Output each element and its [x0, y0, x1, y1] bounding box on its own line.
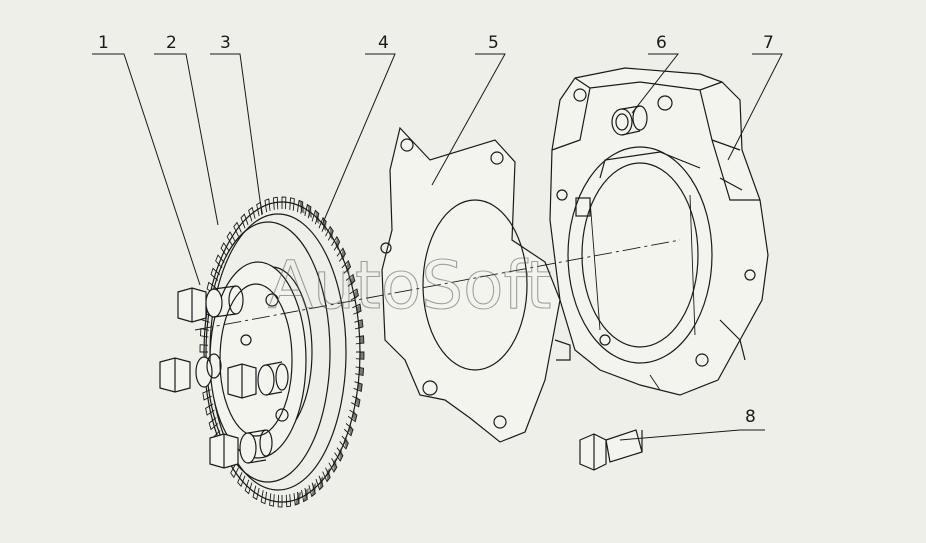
bolt-middle-left	[159, 353, 222, 393]
gear-tooth-shadow	[359, 352, 364, 360]
gear-tooth	[244, 479, 253, 495]
gear-tooth	[226, 231, 236, 246]
gear-tooth	[285, 494, 292, 508]
bolt-top	[177, 285, 244, 323]
gear-tooth	[260, 490, 268, 505]
gear-tooth-shadow	[350, 274, 355, 287]
gear-tooth-shadow	[357, 381, 363, 392]
gear-tooth	[230, 463, 239, 479]
gear-tooth-shadow	[311, 482, 317, 497]
gear-tooth	[264, 198, 271, 213]
part-7-housing	[549, 67, 769, 396]
gear-tooth-shadow	[352, 410, 357, 422]
gear-tooth	[277, 494, 283, 508]
gear-tooth-shadow	[299, 200, 305, 214]
gear-tooth-shadow	[343, 436, 349, 449]
callout-8: 8	[745, 407, 756, 427]
watermark-text: AutoSoft	[268, 247, 551, 324]
callout-1: 1	[98, 33, 109, 53]
gear-tooth-shadow	[319, 475, 323, 490]
gear-teeth	[199, 196, 365, 508]
gear-tooth	[281, 196, 287, 210]
bolt-middle-right	[227, 361, 289, 399]
gear-tooth	[233, 221, 242, 237]
gear-tooth-shadow	[348, 423, 354, 436]
gear-tooth	[248, 206, 256, 222]
gear-tooth-shadow	[359, 366, 364, 376]
callout-2: 2	[166, 33, 177, 53]
part-8-bolt	[579, 429, 643, 471]
gear-tooth-shadow	[359, 335, 364, 344]
part-3-hub	[209, 261, 307, 459]
gear-tooth	[240, 213, 249, 229]
leader-lines	[92, 53, 783, 441]
gear-tooth-shadow	[338, 447, 343, 462]
gear-tooth-shadow	[315, 210, 320, 225]
callout-3: 3	[220, 33, 231, 53]
callout-7: 7	[763, 33, 774, 53]
gear-tooth-shadow	[295, 491, 302, 505]
gear-tooth-shadow	[326, 467, 331, 482]
gear-tooth-shadow	[335, 236, 340, 251]
gear-tooth-shadow	[340, 248, 346, 262]
gear-tooth-shadow	[329, 226, 334, 241]
gear-tooth	[252, 485, 260, 501]
gear-tooth	[210, 267, 221, 281]
gear-tooth-shadow	[353, 288, 359, 301]
gear-tooth	[237, 472, 246, 488]
gear-tooth-shadow	[345, 260, 351, 274]
gear-tooth-shadow	[355, 396, 360, 407]
gear-tooth	[202, 389, 212, 401]
center-axis-line	[194, 239, 681, 331]
part-5-gasket	[380, 126, 571, 443]
gear-tooth-shadow	[356, 304, 362, 315]
gear-tooth	[272, 196, 279, 210]
gear-tooth-shadow	[303, 488, 309, 502]
gear-tooth-shadow	[358, 319, 363, 329]
callout-6: 6	[656, 33, 667, 53]
gear-tooth-shadow	[332, 458, 337, 472]
gear-tooth	[215, 254, 225, 269]
gear-tooth	[269, 493, 275, 507]
callout-5: 5	[488, 33, 499, 53]
gear-tooth	[205, 403, 215, 416]
gear-tooth	[220, 242, 230, 257]
part-6-dowel	[611, 105, 648, 136]
bolt-bottom	[209, 429, 273, 469]
gear-tooth	[208, 417, 219, 431]
gear-tooth-shadow	[307, 204, 313, 219]
callout-4: 4	[378, 33, 389, 53]
part-1-bolts	[159, 285, 289, 469]
gear-tooth	[289, 197, 295, 211]
callout-labels: 1 2 3 4 5 6 7 8	[98, 33, 774, 427]
gear-tooth	[199, 344, 209, 353]
gear-tooth	[199, 327, 209, 338]
